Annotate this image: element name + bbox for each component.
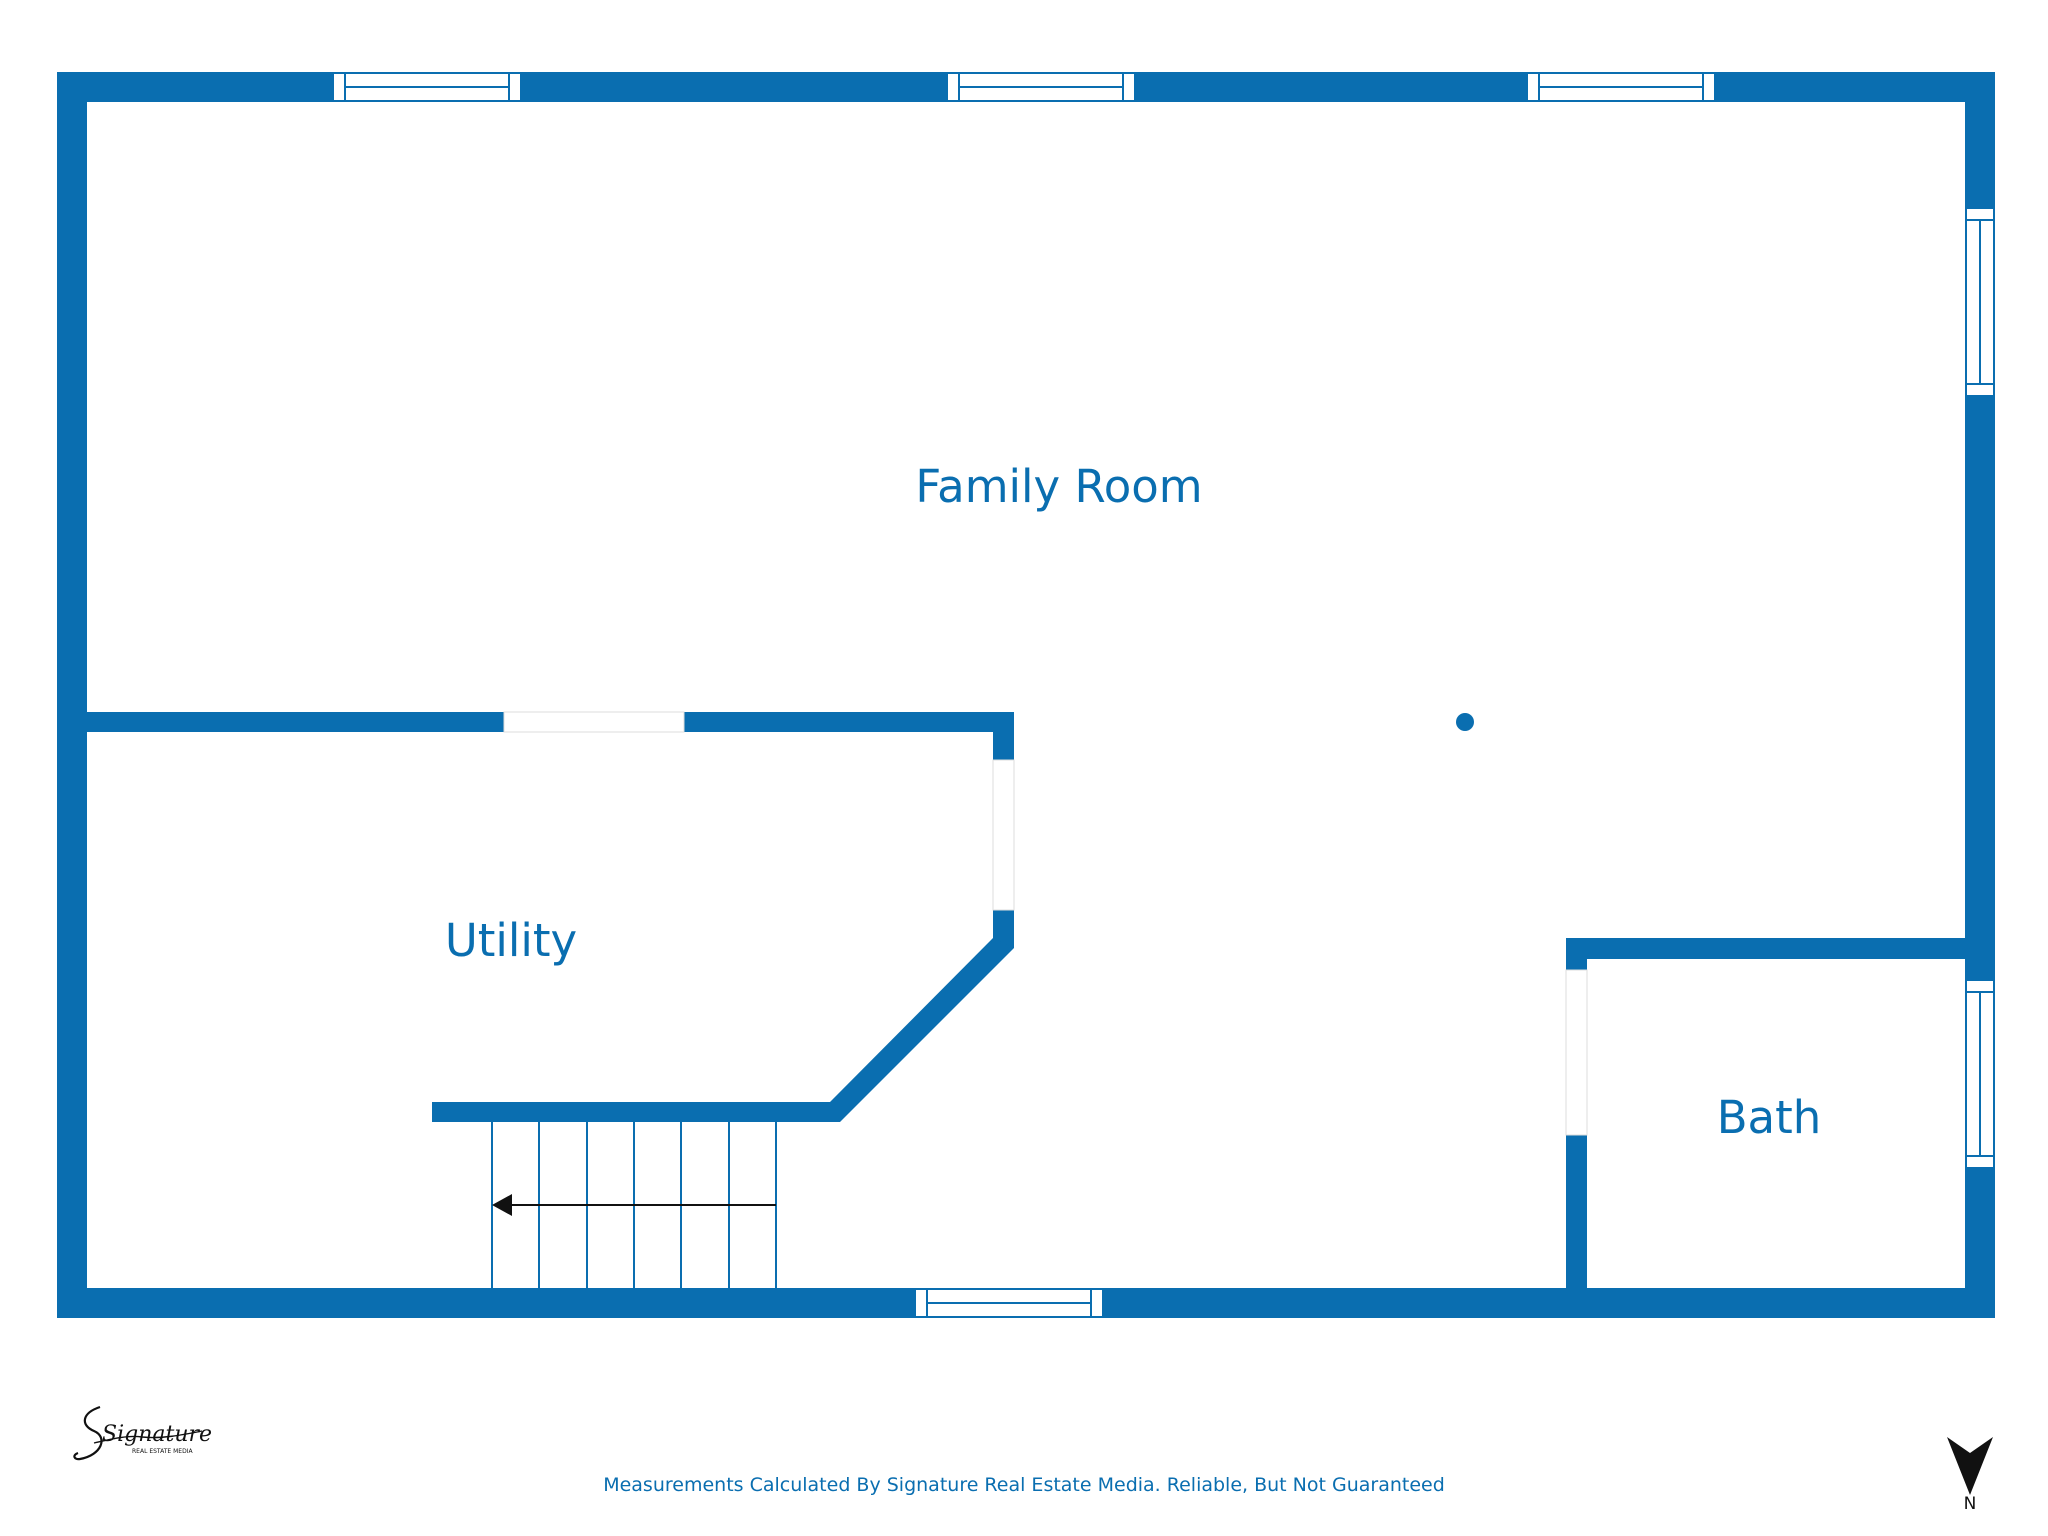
utility-east-opening (992, 759, 1015, 911)
logo-subtext: REAL ESTATE MEDIA (132, 1448, 193, 1455)
logo-swash (73, 1405, 103, 1461)
window-east-2 (1965, 979, 1995, 1169)
outer-walls (57, 72, 1995, 1318)
window-east-1 (1965, 207, 1995, 397)
disclaimer-text: Measurements Calculated By Signature Rea… (603, 1474, 1445, 1496)
room-label-family-room: Family Room (915, 460, 1202, 513)
door-openings (503, 711, 1588, 1136)
window-south (914, 1288, 1104, 1318)
bath-west-wall-upper (1566, 938, 1587, 970)
signature-logo: Signature REAL ESTATE MEDIA (73, 1405, 212, 1461)
interior-walls (87, 712, 1965, 1288)
utility-north-wall-right (684, 712, 1014, 732)
room-label-utility: Utility (445, 914, 577, 967)
stair-direction-arrow (492, 1194, 776, 1216)
window-north-2 (946, 72, 1136, 102)
logo-underline (93, 1430, 203, 1444)
bath-door-opening (1565, 969, 1588, 1136)
north-arrow-icon (1947, 1437, 1993, 1495)
logo-wordmark: Signature (102, 1422, 212, 1447)
compass-label: N (1963, 1494, 1977, 1514)
utility-door-opening (503, 711, 685, 733)
bath-west-wall-lower (1566, 1135, 1587, 1288)
windows (332, 72, 1995, 1318)
window-north-3 (1526, 72, 1716, 102)
window-north-1 (332, 72, 522, 102)
utility-east-wall-lower (993, 910, 1014, 948)
west-wall (57, 72, 87, 1318)
utility-north-wall-left (87, 712, 504, 732)
room-label-bath: Bath (1717, 1091, 1822, 1144)
location-marker (1456, 713, 1474, 731)
stair-top-wall (432, 1102, 840, 1122)
utility-east-wall-upper (993, 712, 1014, 760)
bath-north-wall (1566, 938, 1965, 959)
utility-diagonal-wall (830, 938, 1014, 1122)
